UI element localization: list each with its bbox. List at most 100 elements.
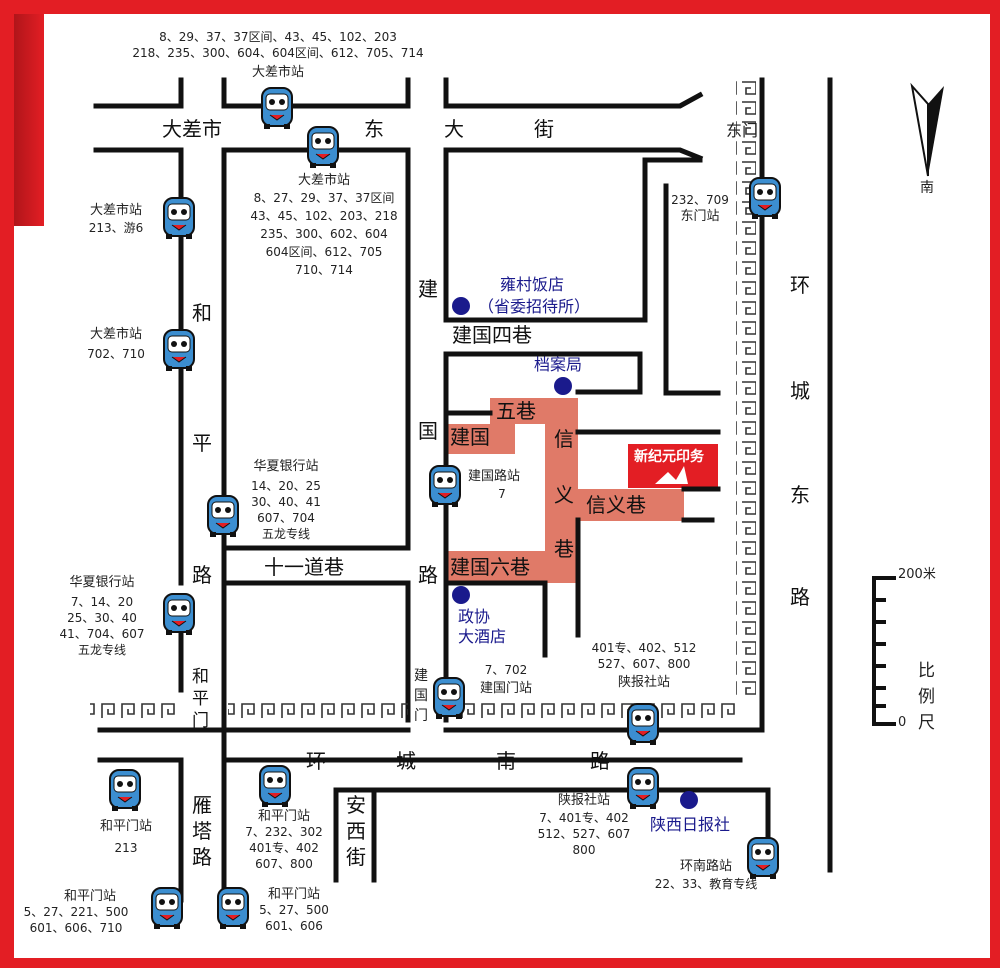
scale-bar <box>872 576 896 726</box>
compass-label: 南 <box>920 180 934 196</box>
road-label: 十一道巷 <box>264 555 344 579</box>
road-label: 平 <box>192 431 212 455</box>
bus-stop-icon[interactable] <box>206 494 240 538</box>
road-label: 雁 <box>192 793 212 817</box>
bus-lines: 7、401专、402 <box>539 811 629 825</box>
road-label: 环 <box>790 273 810 297</box>
map-frame-top <box>0 0 1000 14</box>
city-wall-segment <box>736 80 756 700</box>
city-wall-segment <box>450 700 740 720</box>
bus-lines: 218、235、300、604、604区间、612、705、714 <box>132 46 424 60</box>
road-label: 城 <box>790 379 810 403</box>
road-label: 平 <box>192 689 209 709</box>
road-label: 国 <box>414 688 428 704</box>
road-label: 路 <box>192 563 212 587</box>
road-label: 大 <box>444 117 464 141</box>
bus-lines: 601、606 <box>265 919 323 933</box>
bus-lines: 607、704 <box>257 511 315 525</box>
bus-stop-icon[interactable] <box>626 766 660 810</box>
bus-lines: 22、33、教育专线 <box>654 877 758 891</box>
bus-lines: 7、702 <box>484 663 528 677</box>
bus-lines: 8、27、29、37、37区间 <box>253 191 395 205</box>
road-label: 西 <box>346 819 366 843</box>
road-label: 东 <box>790 483 810 507</box>
bus-lines: 7、232、302 <box>245 825 323 839</box>
bus-stop-icon[interactable] <box>162 592 196 636</box>
compass-icon <box>910 82 944 177</box>
bus-stop-icon[interactable] <box>108 768 142 812</box>
city-wall-segment <box>228 700 408 720</box>
road-label: 路 <box>418 563 438 587</box>
bus-lines: 213、游6 <box>88 221 144 235</box>
destination-arrow-icon <box>655 466 688 484</box>
scale-label: 比 <box>918 661 935 681</box>
road-label: 门 <box>414 708 428 724</box>
road-label: 义 <box>554 483 574 507</box>
highlighted-lanes <box>445 398 684 583</box>
poi-label: 陕西日报社 <box>650 815 731 834</box>
bus-stop-icon[interactable] <box>162 196 196 240</box>
bus-lines: 5、27、500 <box>259 903 329 917</box>
bus-lines: 401专、402 <box>249 841 319 855</box>
bus-lines: 800 <box>572 843 596 857</box>
road-label: 信 <box>554 427 574 451</box>
road-label: 大差市 <box>162 117 222 141</box>
road-label: 建 <box>418 277 438 301</box>
road-label: 街 <box>534 117 554 141</box>
bus-stop-name: 和平门站 <box>257 809 311 824</box>
bus-stop-icon[interactable] <box>746 836 780 880</box>
bus-stop-name: 大差市站 <box>89 203 143 218</box>
bus-stop-name: 建国路站 <box>468 469 521 484</box>
bus-lines: 41、704、607 <box>59 627 145 641</box>
road-label: 和 <box>192 301 212 325</box>
roads <box>93 77 833 903</box>
bus-lines: 30、40、41 <box>251 495 321 509</box>
bus-lines: 五龙专线 <box>77 643 127 657</box>
poi-label: （省委招待所） <box>478 297 591 316</box>
bus-stop-icon[interactable] <box>748 176 782 220</box>
scale-label: 例 <box>918 687 935 707</box>
bus-lines: 8、29、37、37区间、43、45、102、203 <box>159 30 397 44</box>
bus-stop-name: 大差市站 <box>297 173 351 188</box>
poi-label: 档案局 <box>534 355 583 374</box>
bus-stop-icon[interactable] <box>626 702 660 746</box>
map-frame-corner <box>14 14 44 226</box>
bus-stop-icon[interactable] <box>432 676 466 720</box>
bus-stop-icon[interactable] <box>162 328 196 372</box>
scale-bottom-label: 0 <box>898 715 907 730</box>
road-label: 信义巷 <box>586 493 646 517</box>
road-label: 建国四巷 <box>452 323 532 347</box>
scale-label: 尺 <box>918 713 935 733</box>
road-label: 南 <box>496 749 516 773</box>
bus-stop-name: 和平门站 <box>63 889 117 904</box>
road-label: 城 <box>396 749 416 773</box>
bus-lines: 401专、402、512 <box>591 641 697 655</box>
bus-stop-icon[interactable] <box>150 886 184 930</box>
bus-stop-name: 环南路站 <box>679 859 733 874</box>
bus-stop-name: 陕报社站 <box>557 793 611 808</box>
bus-stop-name: 和平门站 <box>99 819 153 834</box>
road-label: 路 <box>790 585 810 609</box>
bus-stop-icon[interactable] <box>260 86 294 130</box>
bus-stop-name: 华夏银行站 <box>69 575 135 590</box>
map-frame-left <box>0 0 14 968</box>
poi-dot-shaanxi-daily <box>680 791 698 809</box>
bus-stop-name: 大差市站 <box>89 327 143 342</box>
road-label: 建 <box>414 668 428 684</box>
bus-stop-icon[interactable] <box>428 464 462 508</box>
bus-lines: 710、714 <box>295 263 353 277</box>
bus-lines: 604区间、612、705 <box>265 245 383 259</box>
map-frame-right <box>990 0 1000 968</box>
bus-lines: 25、30、40 <box>67 611 137 625</box>
bus-lines: 7 <box>498 487 506 501</box>
bus-stop-name: 华夏银行站 <box>253 459 319 474</box>
poi-dot-zhengxie <box>452 586 470 604</box>
poi-label: 政协 <box>458 607 491 626</box>
bus-lines: 5、27、221、500 <box>23 905 129 919</box>
bus-stop-icon[interactable] <box>216 886 250 930</box>
bus-stop-icon[interactable] <box>306 125 340 169</box>
bus-stop-icon[interactable] <box>258 764 292 808</box>
bus-lines: 601、606、710 <box>29 921 123 935</box>
road-label: 建国 <box>450 425 490 449</box>
